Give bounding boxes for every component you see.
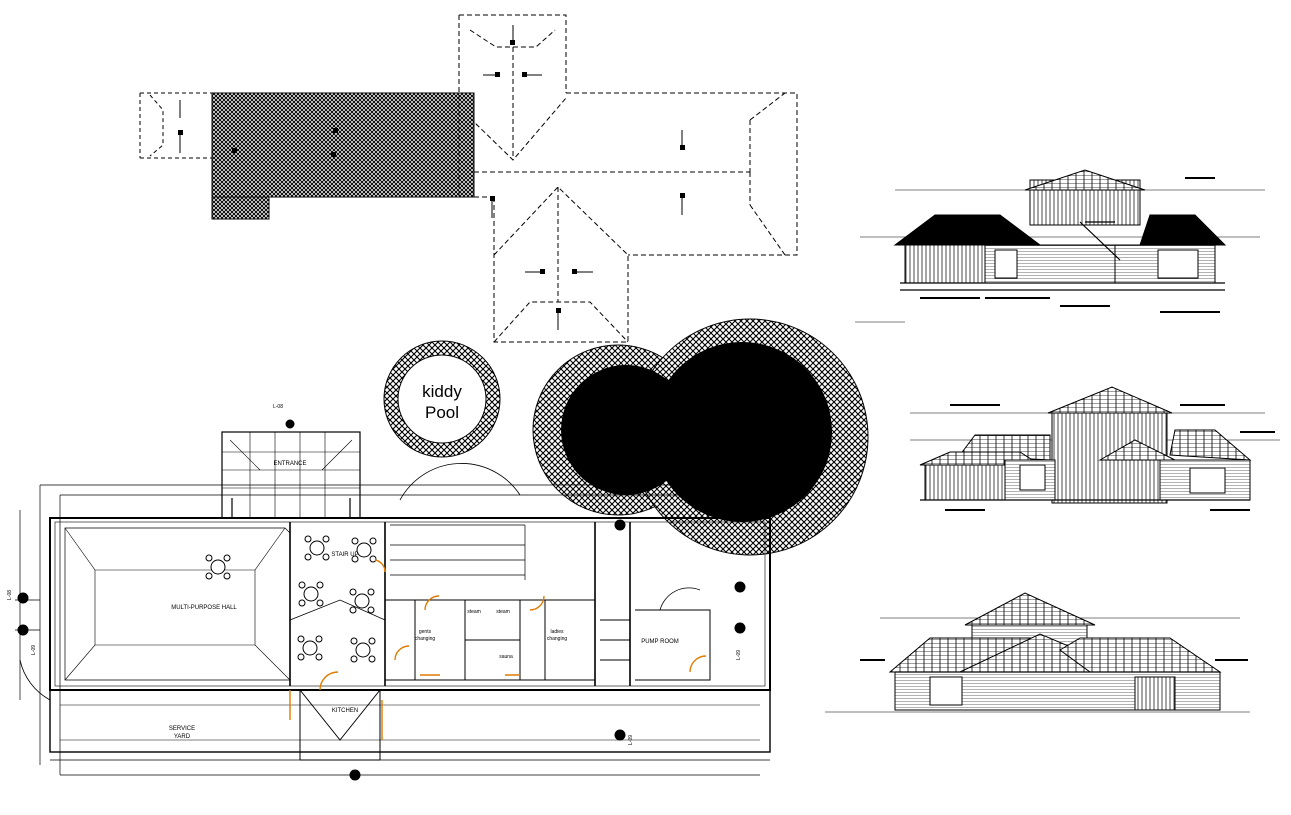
service-yard-label-line2: YARD bbox=[174, 734, 191, 740]
section-mark-left-1: L-08 bbox=[7, 590, 13, 600]
multi-purpose-hall-label: MULTI-PURPOSE HALL bbox=[171, 605, 237, 611]
section-mark-left-2: L-09 bbox=[31, 645, 37, 655]
kiddy-pool: kiddy Pool bbox=[383, 340, 501, 458]
entrance-label: ENTRANCE bbox=[273, 461, 306, 467]
section-markers bbox=[17, 419, 746, 781]
gents-changing-label-line2: changing bbox=[415, 636, 436, 642]
front-elevation bbox=[855, 169, 1265, 323]
side-elevation bbox=[910, 386, 1280, 511]
door-swings bbox=[289, 559, 707, 740]
steam-room-label-1: steam bbox=[467, 609, 481, 615]
kiddy-pool-label-line1: kiddy bbox=[422, 382, 462, 401]
main-pool bbox=[532, 318, 869, 556]
pump-room-label: PUMP ROOM bbox=[641, 639, 679, 645]
floor-plan-labels: ENTRANCE STAIR UP MULTI-PURPOSE HALL SER… bbox=[7, 404, 742, 745]
roof-plan bbox=[139, 14, 798, 343]
kitchen-label: KITCHEN bbox=[332, 708, 358, 714]
stair-up-label: STAIR UP bbox=[331, 552, 358, 558]
ladies-changing-label-line1: ladies bbox=[550, 629, 564, 635]
section-mark-bottom: L-09 bbox=[628, 735, 634, 745]
dining-furniture bbox=[205, 535, 377, 663]
section-mark-top: L-08 bbox=[273, 404, 283, 410]
ladies-changing-label-line2: changing bbox=[547, 636, 568, 642]
steam-room-label-2: steam bbox=[496, 609, 510, 615]
rear-elevation bbox=[825, 592, 1250, 713]
sauna-label: sauna bbox=[499, 654, 513, 660]
floor-plan bbox=[15, 431, 780, 776]
gents-changing-label-line1: gents bbox=[419, 629, 432, 635]
service-yard-label-line1: SERVICE bbox=[169, 726, 195, 732]
section-mark-right: L-09 bbox=[736, 650, 742, 660]
kiddy-pool-label-line2: Pool bbox=[425, 403, 459, 422]
